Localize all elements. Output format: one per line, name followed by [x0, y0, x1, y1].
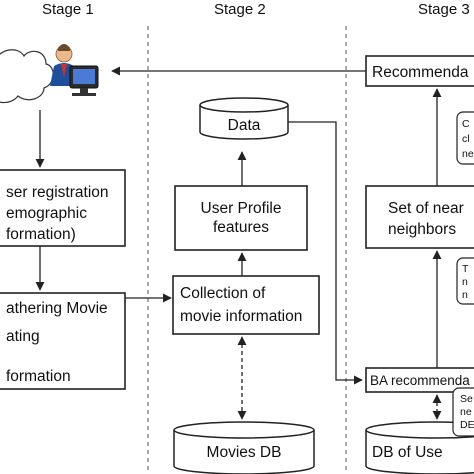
side-note-2: [456, 257, 474, 305]
ba-recommendation-box: [365, 367, 474, 393]
users-db-label: DB of Use: [372, 444, 443, 461]
user-profile-features-box: [174, 185, 308, 251]
side-note-3-line-2: ne: [460, 406, 472, 418]
neighbors-line-1: Set of near: [388, 200, 464, 217]
side-note-2-line-1: T: [462, 263, 469, 275]
collection-line-1: Collection of: [180, 285, 266, 302]
profile-line-1: User Profile: [201, 200, 282, 217]
side-note-2-line-3: n: [462, 289, 468, 301]
neighbors-line-2: neighbors: [388, 221, 456, 238]
gathering-line-3: formation: [6, 368, 71, 385]
ba-recommendation-label: BA recommenda: [370, 373, 470, 388]
side-note-3-line-1: Se: [460, 393, 473, 405]
side-note-1: [456, 111, 474, 165]
data-db-cylinder: [199, 97, 289, 140]
side-note-1-line-2: cl: [462, 133, 470, 145]
collection-line-2: movie information: [180, 308, 302, 325]
arrow-data-to-ba: [288, 121, 363, 385]
gathering-movie-rating-box: [0, 292, 126, 390]
movies-db-label: Movies DB: [207, 444, 282, 461]
registration-line-2: emographic: [6, 205, 87, 222]
stage-3-header: Stage 3: [418, 1, 470, 18]
recommendation-label: Recommenda: [372, 64, 469, 81]
registration-line-1: ser registration: [6, 184, 109, 201]
side-note-3: [452, 387, 474, 437]
side-note-3-line-3: DE: [460, 419, 474, 431]
side-note-2-line-2: n: [462, 276, 468, 288]
gathering-line-1: athering Movie: [6, 300, 108, 317]
movies-db-cylinder: [173, 421, 315, 474]
data-db-label: Data: [228, 117, 261, 134]
recommendation-box: [365, 55, 474, 87]
nearest-neighbors-box: [365, 185, 474, 249]
stage-2-header: Stage 2: [214, 1, 266, 18]
user-computer-icon: [50, 44, 99, 96]
gathering-line-2: ating: [6, 328, 40, 345]
registration-line-3: formation): [6, 226, 76, 243]
profile-line-2: features: [213, 219, 269, 236]
side-note-1-line-3: ne: [462, 148, 474, 160]
user-registration-box: [0, 169, 126, 247]
cloud-icon: [0, 49, 54, 104]
users-db-cylinder: [365, 421, 474, 474]
side-note-1-line-1: C: [462, 118, 470, 130]
collection-movie-info-box: [172, 275, 320, 335]
stage-1-header: Stage 1: [42, 1, 94, 18]
